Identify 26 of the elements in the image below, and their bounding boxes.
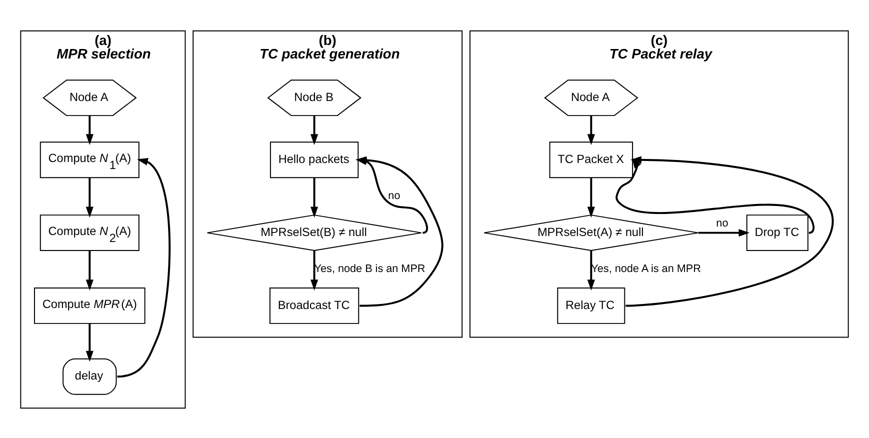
arrow: [86, 323, 94, 362]
arrow: [587, 250, 595, 290]
edge-label: no: [716, 217, 728, 230]
arrow: [626, 156, 834, 306]
arrow: [117, 157, 171, 378]
arrow: [310, 115, 318, 144]
node-diamond: MPRselSet(B) ≠ null: [206, 214, 422, 251]
arrow: [86, 115, 94, 144]
arrow: [698, 228, 750, 236]
node-box: Broadcast TC: [269, 286, 360, 324]
node-box: Drop TC: [746, 214, 808, 251]
arrow: [86, 177, 94, 218]
node-box: Hello packets: [270, 141, 359, 178]
edge-label: Yes, node A is an MPR: [591, 262, 701, 275]
node-box: delay: [62, 358, 117, 394]
edge-label: no: [388, 190, 400, 202]
arrow: [310, 177, 318, 218]
arrow: [86, 250, 94, 290]
node-box: TC Packet X: [549, 141, 634, 178]
node-box: Relay TC: [557, 286, 626, 324]
node-box: Compute MPR(A): [34, 286, 146, 324]
arrow: [310, 250, 318, 290]
arrow: [587, 115, 595, 144]
arrow: [587, 177, 595, 218]
arrow: [616, 156, 815, 234]
node-diamond: MPRselSet(A) ≠ null: [484, 214, 699, 251]
